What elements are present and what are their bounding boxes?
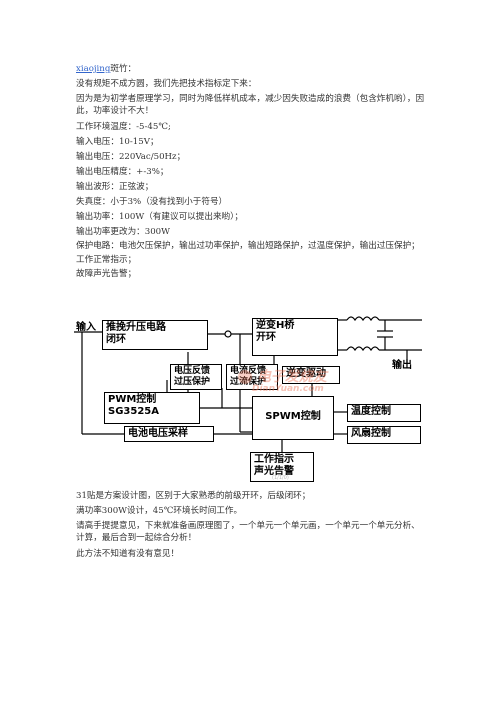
- current-feedback-block: 电流反馈 过流保护: [226, 364, 278, 390]
- reply-header: xiaojing斑竹：: [76, 63, 136, 75]
- battery-sampling-block: 电池电压采样: [124, 426, 214, 442]
- paragraph: 没有规矩不成方圆，我们先把技术指标定下来：: [76, 79, 257, 89]
- indicator-alarm-block: 工作指示 声光告警: [250, 452, 314, 482]
- temperature-control-block: 温度控制: [347, 404, 421, 422]
- input-label: 输入: [76, 322, 96, 333]
- spwm-control-block: SPWM控制: [252, 396, 334, 440]
- spec-output-power-revised: 输出功率更改为：300W: [76, 227, 170, 237]
- greeting-text: 斑竹：: [110, 64, 137, 74]
- after-paragraph: 此方法不知道有没有意见！: [76, 549, 180, 559]
- spec-indicator: 工作正常指示；: [76, 255, 137, 265]
- spec-output-power: 输出功率：100W（有建议可以提出来哟）；: [76, 212, 244, 222]
- paragraph: 因为是为初学者原理学习，同时为降低样机成本，减少因失败造成的浪费（包含炸机哟），…: [76, 94, 425, 116]
- diagram-caption: (1/1/0): [272, 475, 289, 481]
- watermark-cn: 电子发烧友: [256, 369, 327, 385]
- watermark-logo: 电子发烧友: [238, 366, 327, 386]
- after-paragraph: 31贴是方案设计图，区别于大家熟悉的前级开环，后级闭环；: [76, 491, 311, 501]
- pwm-control-block: PWM控制 SG3525A: [104, 392, 200, 424]
- watermark-icon: [238, 370, 252, 384]
- block-diagram: 输入 输出 推挽升压电路 闭环 逆变H桥 开环 电压反馈 过压保护 电流反馈 过…: [72, 312, 424, 484]
- watermark-url: DianYuan.com: [252, 384, 324, 394]
- diagram-wires: [74, 316, 422, 452]
- inverter-drive-block: 逆变驱动: [282, 366, 340, 384]
- spec-voltage-accuracy: 输出电压精度：+-3%；: [76, 167, 169, 177]
- after-paragraph: 满功率300W设计，45℃环境长时间工作。: [76, 506, 243, 516]
- spec-distortion: 失真度：小于3%（没有找到小于符号）: [76, 197, 228, 207]
- spec-protection: 保护电路：电池欠压保护，输出过功率保护，输出短路保护，过温度保护，输出过压保护；: [76, 241, 420, 251]
- fan-control-block: 风扇控制: [347, 426, 421, 444]
- boost-circuit-block: 推挽升压电路 闭环: [102, 320, 208, 350]
- output-label: 输出: [392, 360, 412, 371]
- spec-waveform: 输出波形：正弦波；: [76, 182, 154, 192]
- after-paragraph: 请高手提提意见，下来就准备画原理图了，一个单元一个单元画，一个单元一个单元分析、…: [76, 521, 420, 543]
- spec-output-voltage: 输出电压：220Vac/50Hz；: [76, 152, 186, 162]
- spec-alarm: 故障声光告警；: [76, 269, 137, 279]
- spec-input-voltage: 输入电压：10-15V；: [76, 137, 159, 147]
- voltage-feedback-block: 电压反馈 过压保护: [170, 364, 222, 390]
- inverter-bridge-block: 逆变H桥 开环: [252, 318, 338, 356]
- author-link[interactable]: xiaojing: [76, 64, 111, 74]
- spec-temperature: 工作环境温度：-5-45℃;: [76, 122, 171, 132]
